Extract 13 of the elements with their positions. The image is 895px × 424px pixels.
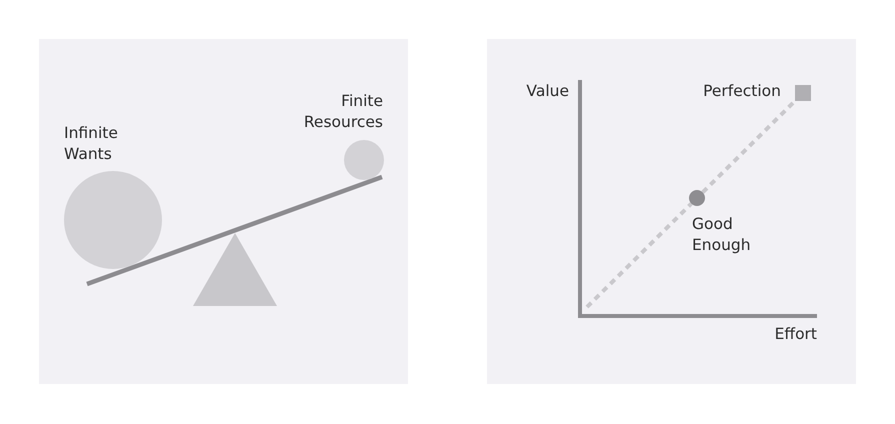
axis-label: Value <box>525 81 569 102</box>
shape-label: Perfection <box>702 81 781 102</box>
chart-panel <box>487 39 856 384</box>
shape-label: Finite Resources <box>302 91 383 133</box>
shape-label: Infinite Wants <box>64 123 119 165</box>
axis-label: Effort <box>774 324 817 345</box>
small-ball <box>344 140 384 180</box>
square-marker <box>795 85 811 101</box>
shape-label: Good Enough <box>692 214 752 256</box>
illustration-panel <box>39 39 408 384</box>
dashed-line <box>586 202 693 308</box>
dashed-line <box>701 100 796 194</box>
dot-marker <box>689 190 705 206</box>
